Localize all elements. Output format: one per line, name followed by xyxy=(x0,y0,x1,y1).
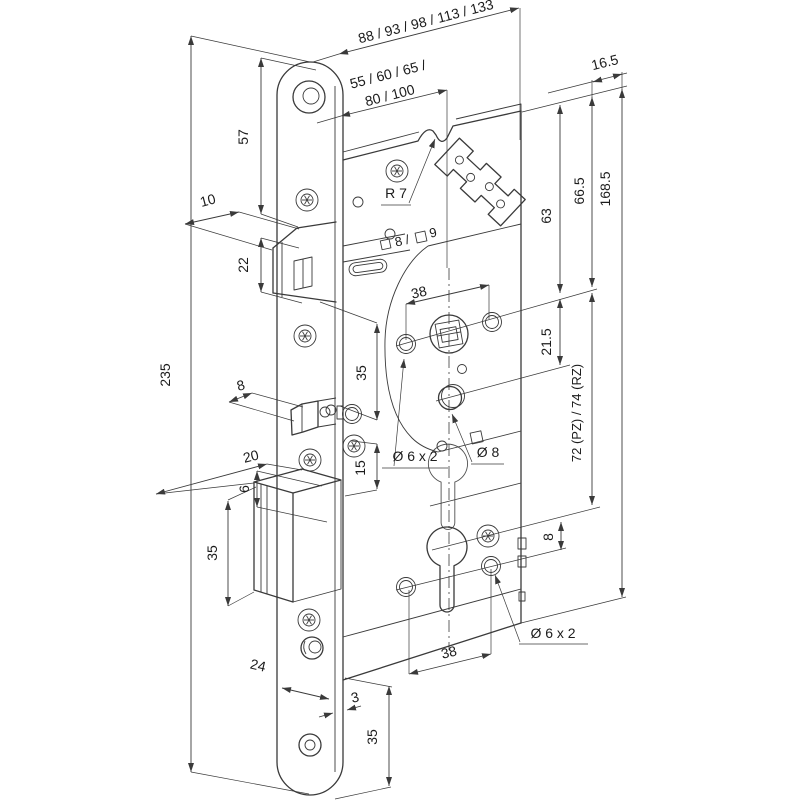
faceplate-screw-3-icon xyxy=(298,448,322,472)
case-pin-hole xyxy=(352,196,364,208)
leader-lines xyxy=(381,138,588,645)
dim-deadbolt-height: 35 xyxy=(204,545,220,561)
cylinder-hole xyxy=(396,443,501,613)
dim-aux-to-screw: 15 xyxy=(352,460,368,476)
case-tab xyxy=(518,591,526,602)
square-sample-9 xyxy=(414,230,428,244)
dim-hole-dia-label: Ø 8 xyxy=(477,444,500,460)
dim-holes-mid-label: Ø 6 x 2 xyxy=(392,448,437,464)
dim-case-height: 168.5 xyxy=(597,171,613,206)
case-pin-hole xyxy=(457,364,467,374)
spring-slot xyxy=(348,258,388,277)
faceplate xyxy=(276,61,344,796)
dim-hole-spacing-bottom: 38 xyxy=(439,642,458,661)
dim-follower-square-8: 8 / xyxy=(393,232,411,250)
dim-case-back-offset: 16.5 xyxy=(590,51,621,73)
faceplate-bottom-hole xyxy=(298,733,322,757)
cutaway-arc xyxy=(384,245,439,453)
lock-case xyxy=(342,103,527,681)
case-top-edge xyxy=(342,110,522,161)
dim-aux-gap: 6 xyxy=(236,485,252,493)
extension-lines xyxy=(155,8,628,800)
faceplate-screw-2-icon xyxy=(293,324,317,348)
adjusting-plate xyxy=(434,137,526,227)
case-screw-mid-icon xyxy=(342,434,366,458)
dimension-lines xyxy=(155,7,625,786)
dim-faceplate-length: 235 xyxy=(157,363,173,387)
hole-dia8 xyxy=(437,384,465,411)
dim-holes-bottom-label: Ø 6 x 2 xyxy=(530,625,575,641)
dim-faceplate-thickness: 3 xyxy=(349,688,360,705)
case-pin-hole xyxy=(384,228,396,240)
dim-case-to-plate-bottom: 35 xyxy=(364,729,380,745)
auxiliary-latch xyxy=(290,397,337,436)
case-pin-hole xyxy=(436,440,448,452)
dim-follower-square-9: 9 xyxy=(428,224,438,240)
dim-cylinder-hole-offset: 8 xyxy=(540,533,556,541)
case-screw-top-icon xyxy=(385,159,409,183)
dimension-labels: 88 / 93 / 98 / 113 / 133 55 / 60 / 65 / … xyxy=(157,0,620,745)
case-tab xyxy=(517,537,527,550)
dim-hole-spacing-top: 38 xyxy=(409,283,428,302)
auxiliary-pin xyxy=(319,404,344,420)
dim-deadbolt-protrusion: 20 xyxy=(241,446,260,465)
dim-latch-height: 22 xyxy=(235,257,251,273)
dim-latch-radius: R 7 xyxy=(385,185,407,201)
dim-top-to-hub: 63 xyxy=(538,208,554,224)
dim-latch-to-aux: 35 xyxy=(353,365,369,381)
follower-hub xyxy=(396,312,502,411)
case-tab xyxy=(517,555,527,568)
faceplate-top-hole xyxy=(292,80,326,114)
faceplate-countersunk-hole xyxy=(300,636,324,660)
dim-hub-to-cylinder: 72 (PZ) / 74 (RZ) xyxy=(569,364,584,462)
faceplate-screw-1-icon xyxy=(295,188,319,212)
case-bottom-edge xyxy=(342,622,522,681)
dim-aux-protrusion: 8 xyxy=(235,376,247,394)
case-ring-hole xyxy=(342,404,362,424)
deadbolt xyxy=(253,468,342,603)
dim-plate-top-to-latch: 57 xyxy=(235,129,251,145)
dim-case-width-options: 88 / 93 / 98 / 113 / 133 xyxy=(356,0,495,46)
dim-faceplate-width: 24 xyxy=(249,656,268,675)
dim-latch-protrusion: 10 xyxy=(198,190,217,210)
faceplate-screw-4-icon xyxy=(297,608,321,632)
square-hole xyxy=(469,430,484,445)
dim-top-to-hub-back: 66.5 xyxy=(571,177,587,204)
square-sample-8 xyxy=(379,238,392,251)
dim-hub-to-hole: 21.5 xyxy=(538,328,554,355)
mounting-hole-right xyxy=(482,312,502,332)
cylinder-fix-hole-left xyxy=(396,577,416,597)
latch-bolt xyxy=(272,221,337,303)
